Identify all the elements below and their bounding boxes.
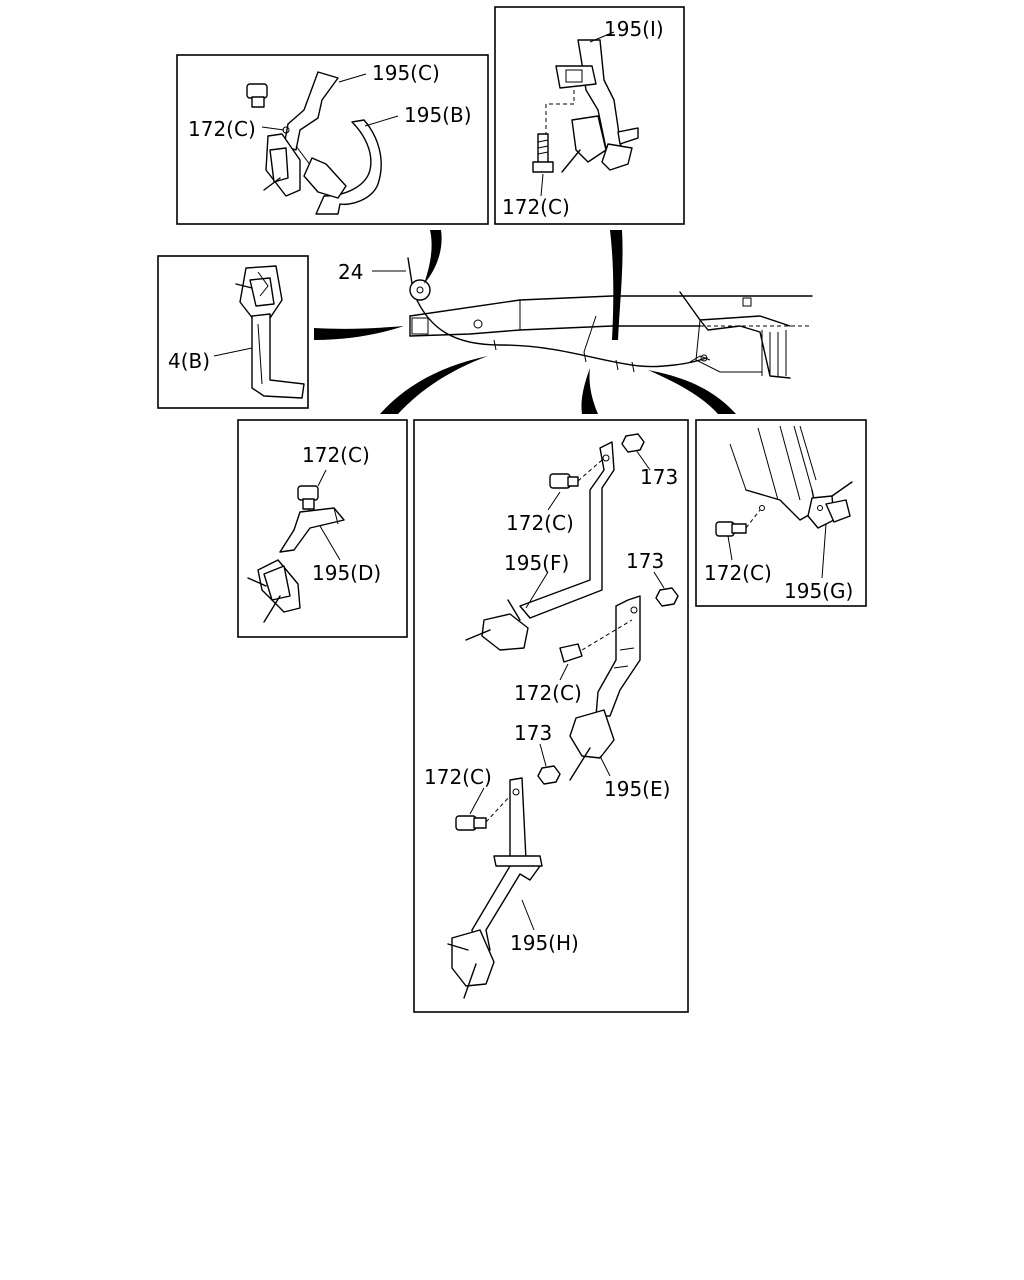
callout-173-lower: 173 xyxy=(514,721,552,745)
callout-172c-top-left: 172(C) xyxy=(188,117,256,141)
detail-arrows xyxy=(314,230,736,414)
detail-box-center: 172(C) 173 195(F) 173 172(C) 173 172(C) … xyxy=(413,419,689,1013)
callout-195g: 195(G) xyxy=(784,579,853,603)
detail-box-4b: 4(B) xyxy=(157,255,309,409)
callout-172c-e-bolt: 172(C) xyxy=(514,681,582,705)
callout-173-top: 173 xyxy=(640,465,678,489)
callout-195h: 195(H) xyxy=(510,931,579,955)
callout-195i: 195(I) xyxy=(604,17,664,41)
detail-box-195c-195b: 195(C) 172(C) 195(B) xyxy=(176,54,489,225)
callout-195d: 195(D) xyxy=(312,561,381,585)
callout-172c-right: 172(C) xyxy=(704,561,772,585)
callout-195b: 195(B) xyxy=(404,103,472,127)
callout-24: 24 xyxy=(338,260,363,284)
callout-195f: 195(F) xyxy=(504,551,569,575)
callout-195e: 195(E) xyxy=(604,777,670,801)
detail-box-195d: 172(C) 195(D) xyxy=(237,419,408,638)
detail-box-195i: 195(I) 172(C) xyxy=(494,6,685,225)
callout-172c-top-right: 172(C) xyxy=(502,195,570,219)
detail-box-195g: 172(C) 195(G) xyxy=(695,419,867,607)
callout-172c-h-bolt: 172(C) xyxy=(424,765,492,789)
callout-173-mid: 173 xyxy=(626,549,664,573)
frame-and-cable-overview: 24 xyxy=(338,257,813,379)
callout-195c: 195(C) xyxy=(372,61,440,85)
callout-172c-left-mid: 172(C) xyxy=(302,443,370,467)
callout-172c-f-bolt: 172(C) xyxy=(506,511,574,535)
callout-4b: 4(B) xyxy=(168,349,210,373)
